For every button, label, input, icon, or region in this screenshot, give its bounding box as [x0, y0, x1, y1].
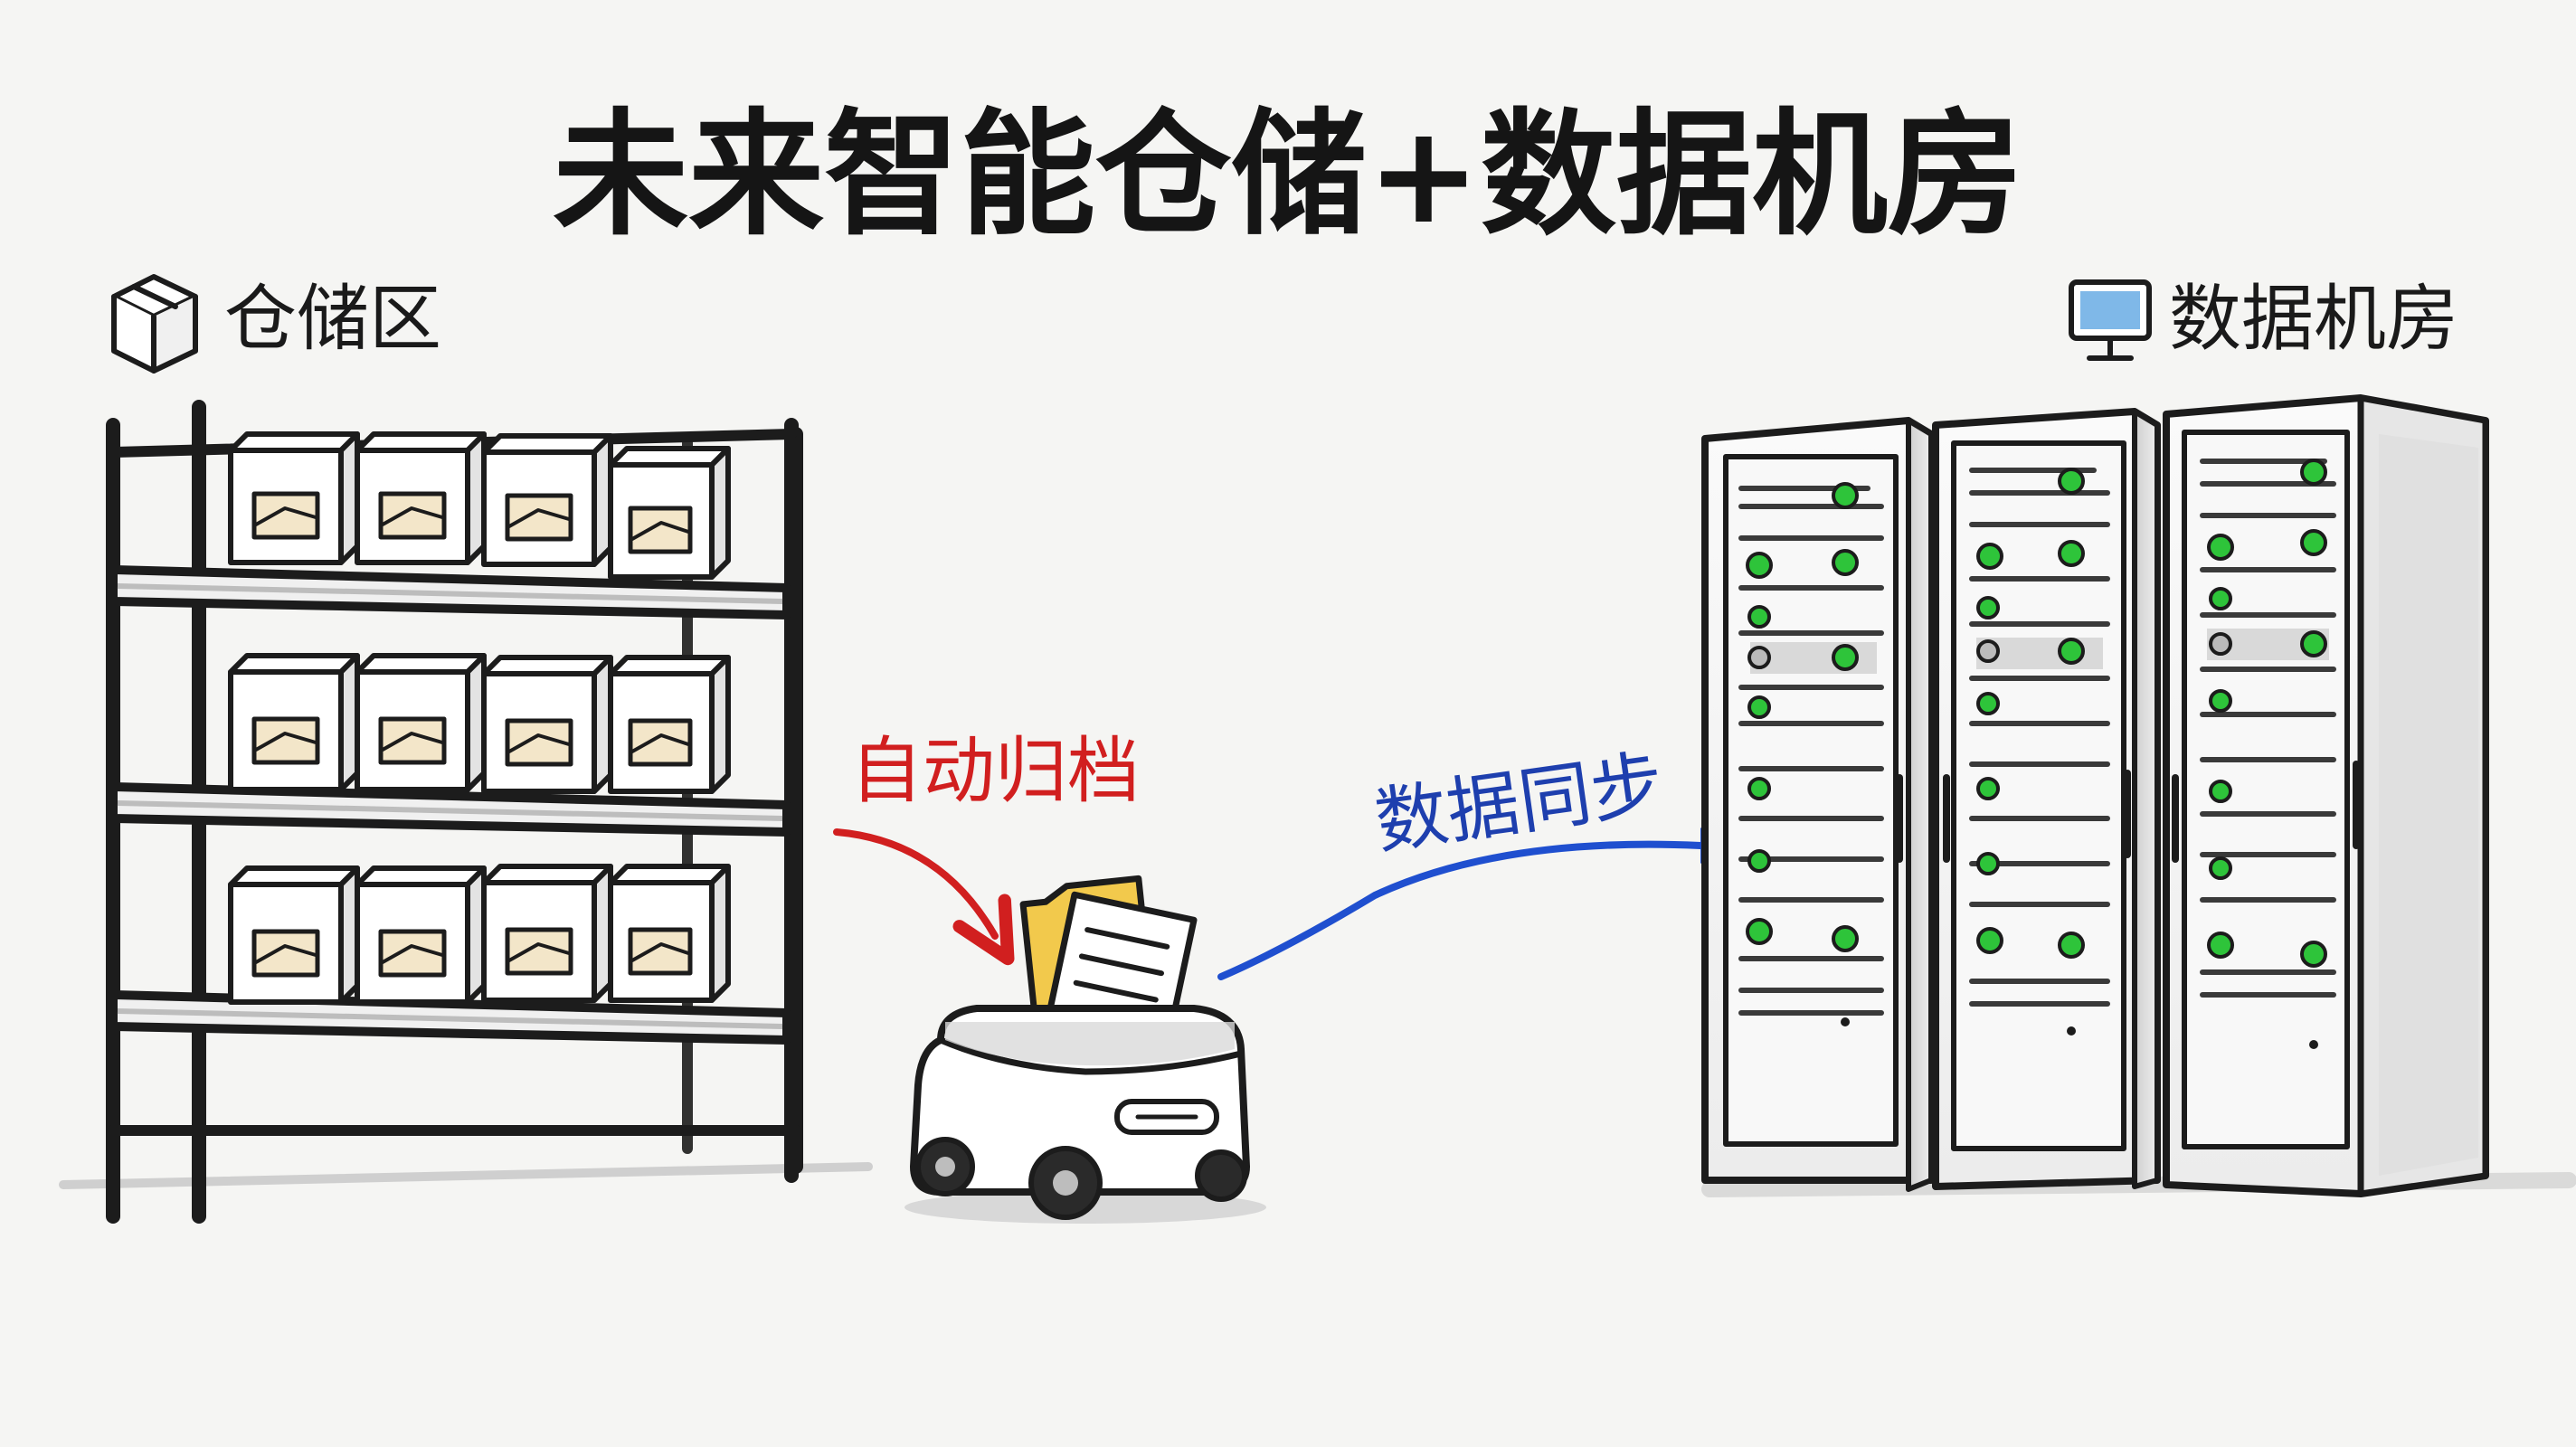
server-unit-lines: [2200, 459, 2336, 998]
status-led: [2209, 632, 2232, 656]
delivery-robot: [904, 875, 1266, 1224]
status-led: [1976, 543, 2003, 570]
status-led: [1747, 605, 1771, 629]
status-led: [1746, 552, 1773, 579]
archive-box: [481, 655, 613, 794]
status-led: [1747, 646, 1771, 669]
sync-arrow: [1217, 840, 1704, 980]
server-rack: [1932, 408, 2161, 1190]
status-led: [2209, 587, 2232, 610]
status-led: [1832, 644, 1859, 671]
status-led: [2207, 534, 2234, 561]
status-led: [1747, 849, 1771, 873]
status-led: [1832, 482, 1859, 509]
status-led: [2209, 689, 2232, 713]
archive-arrow: [833, 828, 1015, 966]
monitor-icon: [2069, 279, 2152, 361]
server-unit-lines: [1969, 468, 2110, 1007]
status-led: [1746, 918, 1773, 945]
status-led: [1976, 927, 2003, 954]
status-led: [1976, 639, 2000, 663]
shelf-board-3: [109, 990, 791, 1045]
status-led: [2300, 630, 2327, 657]
status-led: [1832, 549, 1859, 576]
status-led: [1747, 695, 1771, 719]
section-label-datacenter: 数据机房: [2169, 277, 2458, 361]
archive-box: [608, 655, 731, 794]
status-led: [2300, 529, 2327, 556]
archive-box: [481, 433, 613, 567]
status-led: [2207, 932, 2234, 959]
status-led: [1976, 777, 2000, 800]
section-label-warehouse: 仓储区: [224, 277, 441, 361]
status-led: [2058, 638, 2085, 665]
status-led: [1832, 925, 1859, 952]
status-led: [1976, 692, 2000, 715]
archive-box: [228, 653, 360, 792]
storage-shelf: [59, 400, 873, 1224]
status-led: [2209, 780, 2232, 803]
status-led: [2058, 468, 2085, 495]
status-led: [1976, 852, 2000, 875]
status-led: [2209, 856, 2232, 880]
archive-arrow-label: 自动归档: [850, 729, 1140, 813]
archive-box: [228, 865, 360, 1005]
archive-box: [608, 446, 731, 580]
robot-wheel: [1195, 1149, 1247, 1202]
status-led: [1976, 596, 2000, 619]
status-led: [2300, 459, 2327, 486]
archive-box: [355, 865, 487, 1005]
server-racks: [1701, 394, 2576, 1197]
status-led: [2058, 540, 2085, 567]
server-rack: [2163, 394, 2489, 1197]
shelf-board-1: [109, 565, 791, 619]
archive-box: [608, 864, 731, 1003]
archive-box: [481, 864, 613, 1003]
archive-box: [355, 431, 487, 565]
status-led: [2058, 932, 2085, 959]
shelf-board-2: [109, 782, 791, 837]
box-icon: [111, 274, 198, 374]
archive-box: [355, 653, 487, 792]
status-led: [2300, 941, 2327, 968]
server-rack: [1701, 417, 1935, 1192]
page-title: 未来智能仓储+数据机房: [553, 97, 2023, 254]
status-led: [1747, 777, 1771, 800]
archive-box: [228, 431, 360, 565]
